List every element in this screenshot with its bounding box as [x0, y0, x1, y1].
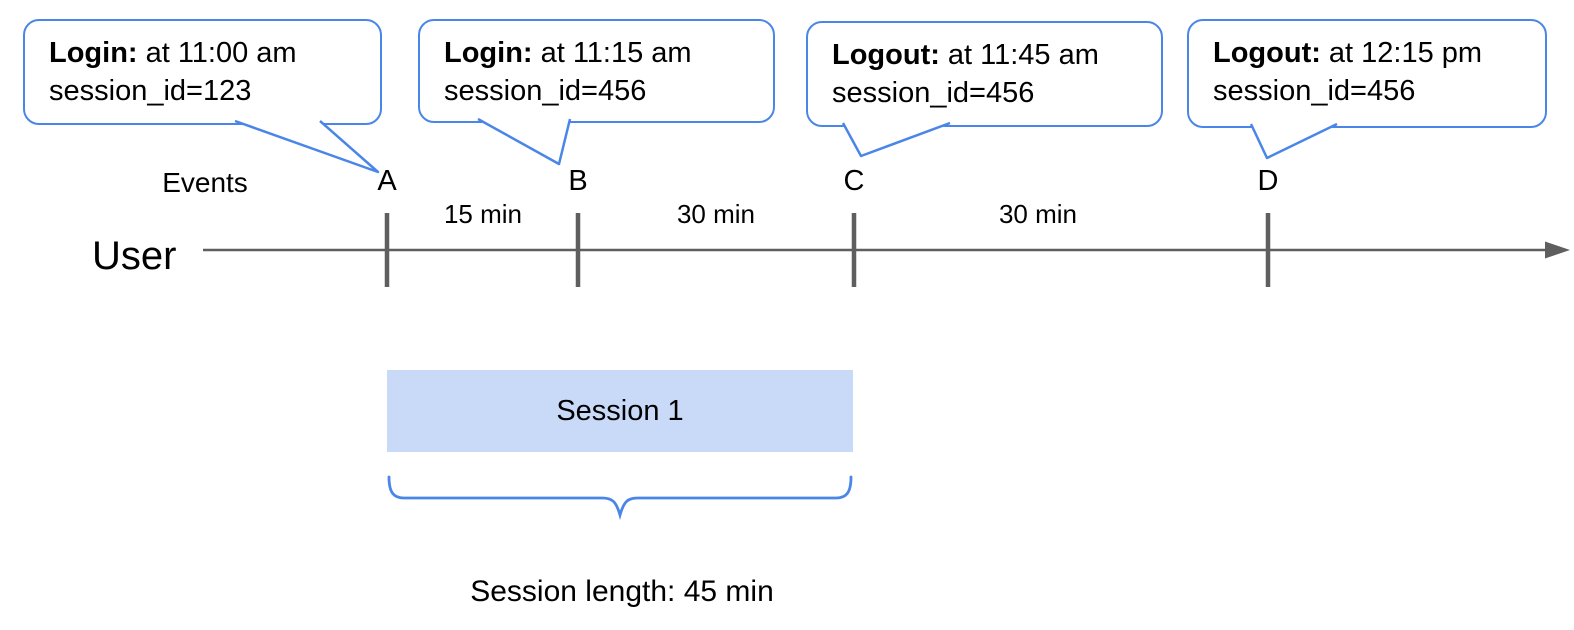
callout-bubble-c: Logout:at 11:45 am session_id=456: [806, 21, 1163, 127]
interval-label-cd: 30 min: [998, 199, 1078, 229]
event-action-label: Logout:: [832, 39, 940, 71]
user-row-label: User: [92, 234, 177, 278]
callout-bubble-b: Login:at 11:15 am session_id=456: [418, 19, 775, 123]
callout-tail-a: [234, 119, 380, 174]
session-id-label: session_id=456: [832, 77, 1035, 109]
interval-label-bc: 30 min: [676, 199, 756, 229]
session-brace: [387, 475, 853, 521]
session-length-label: Session length: 45 min: [470, 575, 774, 608]
callout-tail-d: [1249, 122, 1338, 160]
event-time-label: at 11:00 am: [145, 37, 297, 69]
session-id-label: session_id=123: [49, 75, 252, 107]
callout-bubble-a: Login:at 11:00 am session_id=123: [23, 19, 382, 125]
callout-line-1: Login:at 11:15 am: [444, 34, 755, 72]
event-time-label: at 11:45 am: [947, 39, 1099, 71]
interval-label-ab: 15 min: [443, 199, 523, 229]
callout-line-1: Logout:at 11:45 am: [832, 36, 1143, 74]
event-marker-a: A: [377, 165, 397, 197]
event-time-label: at 11:15 am: [540, 37, 692, 69]
session-id-label: session_id=456: [444, 75, 647, 107]
session-id-label: session_id=456: [1213, 75, 1416, 107]
callout-line-1: Logout:at 12:15 pm: [1213, 34, 1527, 72]
event-time-label: at 12:15 pm: [1328, 37, 1483, 69]
callout-tail-b: [477, 117, 572, 166]
events-row-label: Events: [162, 167, 248, 198]
callout-bubble-d: Logout:at 12:15 pm session_id=456: [1187, 19, 1547, 128]
event-marker-c: C: [843, 165, 865, 197]
event-marker-b: B: [568, 165, 588, 197]
callout-tail-c: [841, 121, 951, 158]
session-box-label: Session 1: [556, 395, 684, 427]
callout-line-1: Login:at 11:00 am: [49, 34, 362, 72]
event-action-label: Login:: [49, 37, 138, 69]
event-action-label: Logout:: [1213, 37, 1321, 69]
event-action-label: Login:: [444, 37, 533, 69]
session-1-box: Session 1: [387, 370, 853, 452]
event-marker-d: D: [1257, 165, 1279, 197]
timeline-arrowhead-icon: [1545, 241, 1570, 259]
